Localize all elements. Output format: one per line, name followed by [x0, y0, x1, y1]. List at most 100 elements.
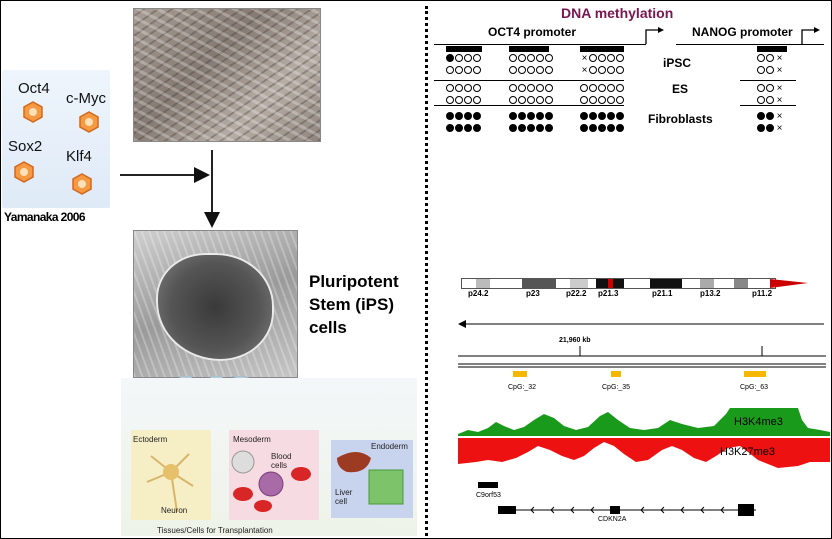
unknown-cpg-mark: × — [776, 83, 783, 94]
endoderm-label: Endoderm — [371, 442, 408, 451]
nanog-promoter-label: NANOG promoter — [692, 25, 793, 39]
unmethylated-cpg-dot — [473, 96, 481, 104]
unmethylated-cpg-dot — [536, 54, 544, 62]
methylated-cpg-dot — [455, 124, 463, 132]
transcription-start-arrows — [645, 27, 664, 44]
row-label-es: ES — [672, 82, 689, 96]
row-label-ipsc: iPSC — [663, 56, 692, 70]
blood-cells-label: Blood cells — [271, 452, 292, 470]
methylated-cpg-dot — [464, 124, 472, 132]
factor-label-klf4: Klf4 — [66, 148, 92, 165]
liver-cell-label: Liver cell — [335, 488, 353, 506]
unmethylated-cpg-dot — [464, 84, 472, 92]
mesoderm-label: Mesoderm — [233, 435, 271, 444]
unmethylated-cpg-dot — [527, 54, 535, 62]
coordinate-label: 21,960 kb — [559, 337, 591, 344]
unmethylated-cpg-dot — [757, 54, 765, 62]
cpg-label: CpG:_32 — [508, 384, 537, 391]
unmethylated-cpg-dot — [598, 84, 606, 92]
methylated-cpg-dot — [757, 112, 765, 120]
cpg-island — [744, 371, 766, 377]
unmethylated-cpg-dot — [455, 66, 463, 74]
methylated-cpg-dot — [766, 124, 774, 132]
nanog-promoter-line — [676, 44, 824, 45]
oct4-region-2 — [509, 46, 549, 52]
cell-drawings — [146, 450, 404, 513]
reprogramming-factors-panel: Oct4 c-Myc Sox2 Klf4 — [2, 70, 110, 208]
unmethylated-cpg-dot — [527, 96, 535, 104]
unmethylated-cpg-dot — [607, 84, 615, 92]
unknown-cpg-mark: × — [776, 123, 783, 134]
methylated-cpg-dot — [607, 124, 615, 132]
factor-label-sox2: Sox2 — [8, 138, 43, 155]
unmethylated-cpg-dot — [545, 66, 553, 74]
methylated-cpg-dot — [527, 112, 535, 120]
nanog-region — [757, 46, 787, 52]
liver-cell-icon — [368, 469, 404, 505]
unmethylated-cpg-dot — [607, 54, 615, 62]
h3k4me3-label: H3K4me3 — [734, 416, 783, 428]
c9orf53-label: C9orf53 — [476, 492, 501, 499]
unmethylated-cpg-dot — [527, 84, 535, 92]
band-label: p21.3 — [598, 289, 619, 298]
h3k27me3-label: H3K27me3 — [720, 446, 776, 458]
unmethylated-cpg-dot — [455, 96, 463, 104]
methylated-cpg-dot — [518, 124, 526, 132]
oct4-promoter-label: OCT4 promoter — [488, 25, 577, 39]
unmethylated-cpg-dot — [616, 54, 624, 62]
cdkn2a-gene-model — [498, 504, 756, 516]
unmethylated-cpg-dot — [464, 66, 472, 74]
cpg-label: CpG:_63 — [740, 384, 769, 391]
tissue-illustration: Ectoderm Mesoderm Endoderm Neuron Blood … — [121, 378, 417, 536]
band-label: p11.2 — [752, 289, 773, 298]
unmethylated-cpg-dot — [766, 84, 774, 92]
oct4-region-1 — [446, 46, 482, 52]
unmethylated-cpg-dot — [598, 54, 606, 62]
methylated-cpg-dot — [446, 112, 454, 120]
unmethylated-cpg-dot — [757, 96, 765, 104]
unmethylated-cpg-dot — [473, 84, 481, 92]
methylated-cpg-dot — [464, 112, 472, 120]
panel-divider — [425, 6, 428, 536]
unmethylated-cpg-dot — [545, 96, 553, 104]
oct4-promoter-line — [434, 44, 646, 45]
unmethylated-cpg-dot — [607, 96, 615, 104]
factor-label-oct4: Oct4 — [18, 80, 50, 97]
row-separator-2b — [740, 105, 796, 106]
unknown-cpg-mark: × — [581, 65, 588, 76]
unmethylated-cpg-dot — [464, 54, 472, 62]
methylated-cpg-dot — [589, 112, 597, 120]
unmethylated-cpg-dot — [518, 54, 526, 62]
unknown-cpg-mark: × — [776, 111, 783, 122]
methylated-cpg-dot — [473, 124, 481, 132]
methylated-cpg-dot — [616, 112, 624, 120]
unmethylated-cpg-dot — [580, 84, 588, 92]
unmethylated-cpg-dot — [473, 66, 481, 74]
h3k27me3-track — [458, 438, 830, 468]
nanog-start-arrow — [801, 27, 820, 44]
unmethylated-cpg-dot — [455, 54, 463, 62]
unmethylated-cpg-dot — [757, 84, 765, 92]
unmethylated-cpg-dot — [509, 84, 517, 92]
unknown-cpg-mark: × — [776, 53, 783, 64]
unmethylated-cpg-dot — [518, 96, 526, 104]
band-label: p21.1 — [652, 289, 673, 298]
neuron-body-icon — [163, 464, 179, 480]
cpg-island — [513, 371, 527, 377]
tissue-caption: Tissues/Cells for Transplantation — [157, 526, 273, 535]
unmethylated-cpg-dot — [598, 66, 606, 74]
chrom-band — [650, 279, 682, 288]
unknown-cpg-mark: × — [776, 95, 783, 106]
methylated-cpg-dot — [580, 112, 588, 120]
methylated-cpg-dot — [446, 54, 454, 62]
methylated-cpg-dot — [545, 124, 553, 132]
unknown-cpg-mark: × — [581, 53, 588, 64]
methylated-cpg-dot — [446, 124, 454, 132]
methylated-cpg-dot — [545, 112, 553, 120]
unmethylated-cpg-dot — [536, 84, 544, 92]
unmethylated-cpg-dot — [757, 66, 765, 74]
unmethylated-cpg-dot — [589, 84, 597, 92]
neuron-label: Neuron — [161, 506, 188, 515]
ips-colony — [156, 253, 274, 361]
scale-and-ruler — [458, 320, 826, 368]
